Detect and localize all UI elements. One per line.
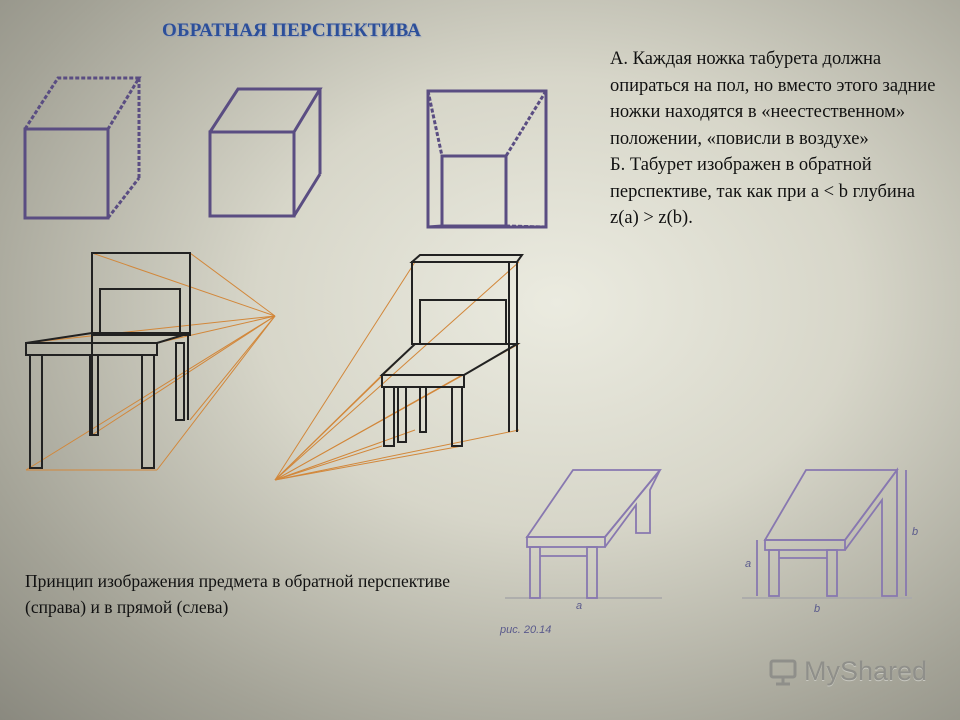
- figure-caption: Принцип изображения предмета в обратной …: [25, 571, 450, 617]
- chair-2-lines: [379, 254, 524, 447]
- explanation-point-b: Б. Табурет изображен в обратной перспект…: [610, 155, 915, 228]
- presentation-icon: [769, 659, 797, 685]
- chair-1-perspective-rays: [25, 252, 276, 471]
- myshared-logo: MyShared: [768, 656, 927, 687]
- label-b-right: b: [912, 526, 919, 538]
- cube-1-front: [23, 127, 110, 220]
- label-a-left: a: [576, 600, 583, 612]
- logo-text: MyShared: [804, 656, 928, 686]
- slide-title: ОБРАТНАЯ ПЕРСПЕКТИВА: [162, 20, 422, 41]
- cube-3-front: [440, 154, 508, 228]
- figure-number: рис. 20.14: [500, 624, 552, 636]
- cube-1-top: [23, 76, 142, 130]
- explanation-text: А. Каждая ножка табурета должна опиратьс…: [610, 46, 940, 232]
- chair-1-lines: [25, 252, 191, 469]
- cube-2-top: [208, 87, 323, 133]
- cube-2-front: [208, 130, 296, 218]
- label-a-right: a: [745, 558, 752, 570]
- explanation-point-a: А. Каждая ножка табурета должна опиратьс…: [610, 49, 936, 149]
- label-b-bottom: b: [814, 603, 821, 615]
